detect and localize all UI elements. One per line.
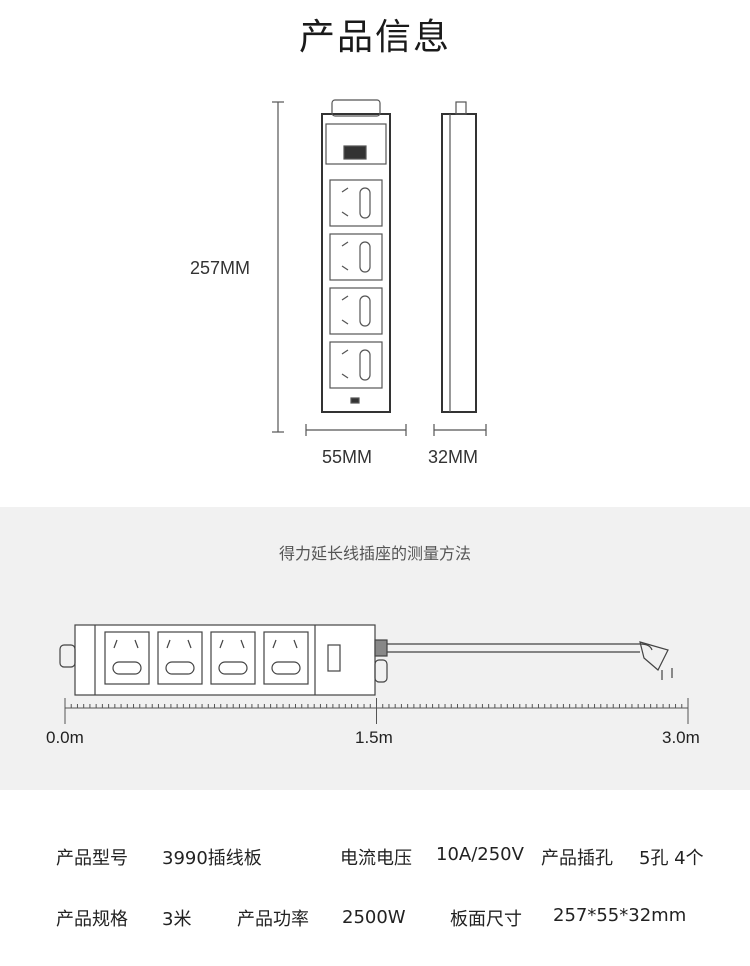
spec-value: 10A/250V [436,844,524,865]
spec-label: 产品规格 [56,909,128,930]
height-dimension: 257MM [190,258,251,278]
measurement-subtitle: 得力延长线插座的测量方法 [278,544,471,563]
socket [329,287,383,335]
ruler-label-end: 3.0m [662,728,700,747]
depth-dimension: 32MM [428,447,479,467]
socket [104,631,150,685]
spec-value: 5孔 4个 [639,848,704,869]
width-dimension: 55MM [322,447,373,467]
spec-value: 3990插线板 [162,848,262,869]
socket [329,233,383,281]
spec-label: 产品型号 [56,848,128,869]
ruler-label-mid: 1.5m [355,728,393,747]
power-strip-length-drawing [59,624,689,724]
socket [210,631,256,685]
spec-label: 电流电压 [340,848,412,869]
socket [329,341,383,389]
socket [157,631,203,685]
spec-value: 2500W [342,907,406,928]
socket [329,179,383,227]
spec-value: 3米 [162,909,192,930]
spec-label: 板面尺寸 [450,909,522,930]
spec-label: 产品功率 [237,909,309,930]
page-title: 产品信息 [298,17,451,58]
socket [263,631,309,685]
power-strip-front-side-drawing [272,99,487,436]
spec-label: 产品插孔 [541,848,613,869]
ruler-label-start: 0.0m [46,728,84,747]
spec-value: 257*55*32mm [553,905,687,926]
